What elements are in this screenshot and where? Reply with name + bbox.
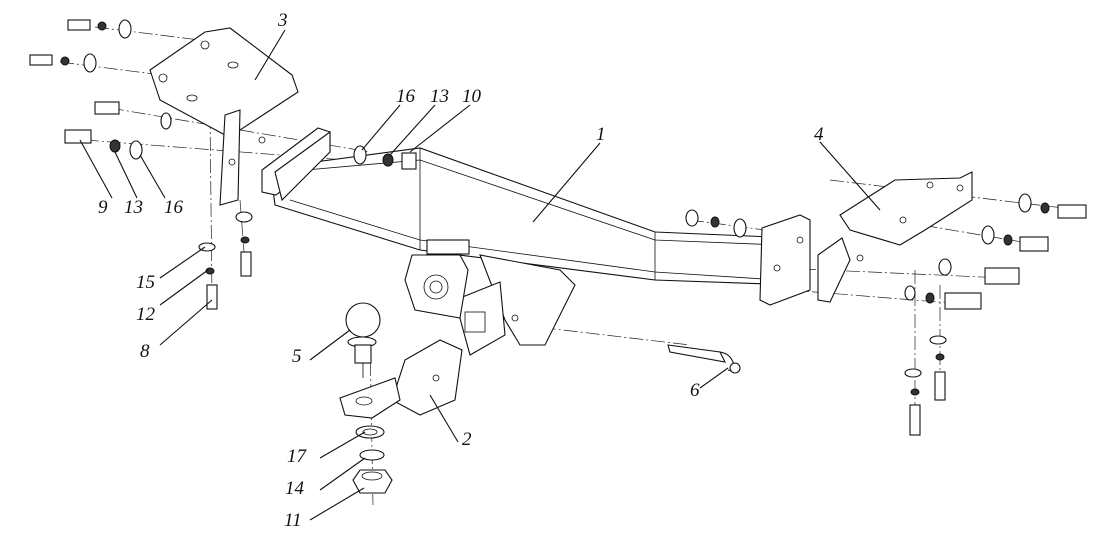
callout-labels: 3 1 4 16 13 10 9 13 16 15 12 8 5 6 2 17 … — [98, 10, 824, 531]
callout-10: 10 — [462, 86, 482, 107]
ball-stack-fasteners — [352, 425, 393, 494]
callout-5: 5 — [292, 346, 302, 367]
right-fasteners — [685, 193, 1087, 436]
callout-2: 2 — [462, 429, 472, 450]
right-mounting-bracket — [817, 171, 973, 303]
callout-13-top: 13 — [430, 86, 449, 107]
callout-17: 17 — [287, 446, 308, 467]
tow-ball — [345, 302, 381, 378]
callout-6: 6 — [690, 380, 700, 401]
callout-3: 3 — [277, 10, 288, 31]
callout-16-left: 16 — [164, 197, 184, 218]
callout-9: 9 — [98, 197, 108, 218]
callout-4: 4 — [814, 124, 824, 145]
hitch-pin — [667, 344, 741, 374]
callout-leaders — [79, 29, 881, 521]
callout-11: 11 — [284, 510, 302, 531]
callout-16-top: 16 — [396, 86, 416, 107]
callout-13-left: 13 — [124, 197, 143, 218]
callout-12: 12 — [136, 304, 156, 325]
callout-8: 8 — [140, 341, 150, 362]
left-fasteners — [29, 19, 417, 310]
callout-14: 14 — [285, 478, 305, 499]
ball-mount-shank — [339, 281, 506, 419]
main-cross-beam — [261, 127, 811, 346]
callout-1: 1 — [596, 124, 606, 145]
electrical-socket-plate — [404, 239, 470, 319]
left-mounting-bracket — [149, 27, 299, 206]
callout-15: 15 — [136, 272, 155, 293]
